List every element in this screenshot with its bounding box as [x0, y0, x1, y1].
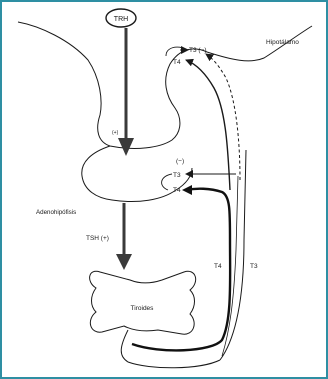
- hipotalamo-label: Hipotálamo: [266, 39, 299, 46]
- t3-right-label: T3: [250, 263, 258, 270]
- thyroid-outline: [90, 271, 196, 334]
- tsh-arrowhead: [116, 254, 132, 270]
- t3-mid-label: T3: [173, 172, 181, 179]
- trh-label: TRH: [114, 16, 128, 23]
- tiroides-label: Tiroides: [131, 305, 155, 312]
- top-t3-loop: [166, 47, 188, 56]
- pathway-outline-right: [220, 150, 246, 360]
- t4-feedback-arrowhead: [182, 185, 192, 195]
- tsh-label: TSH (+): [86, 235, 109, 242]
- t4-top-label: T4: [173, 59, 181, 66]
- mid-loop: [162, 174, 172, 190]
- t4-feedback-hypothalamus: [186, 60, 230, 190]
- plus-small-label: (+): [112, 130, 119, 136]
- minus-mid-label: (−): [176, 158, 184, 165]
- adenohipofisis-label: Adenohipófisis: [36, 209, 76, 216]
- t3-top-label: T3 (−): [189, 47, 207, 54]
- t4-mid-label: T4: [173, 187, 181, 194]
- trh-arrowhead: [118, 138, 134, 156]
- t4-right-label: T4: [214, 263, 222, 270]
